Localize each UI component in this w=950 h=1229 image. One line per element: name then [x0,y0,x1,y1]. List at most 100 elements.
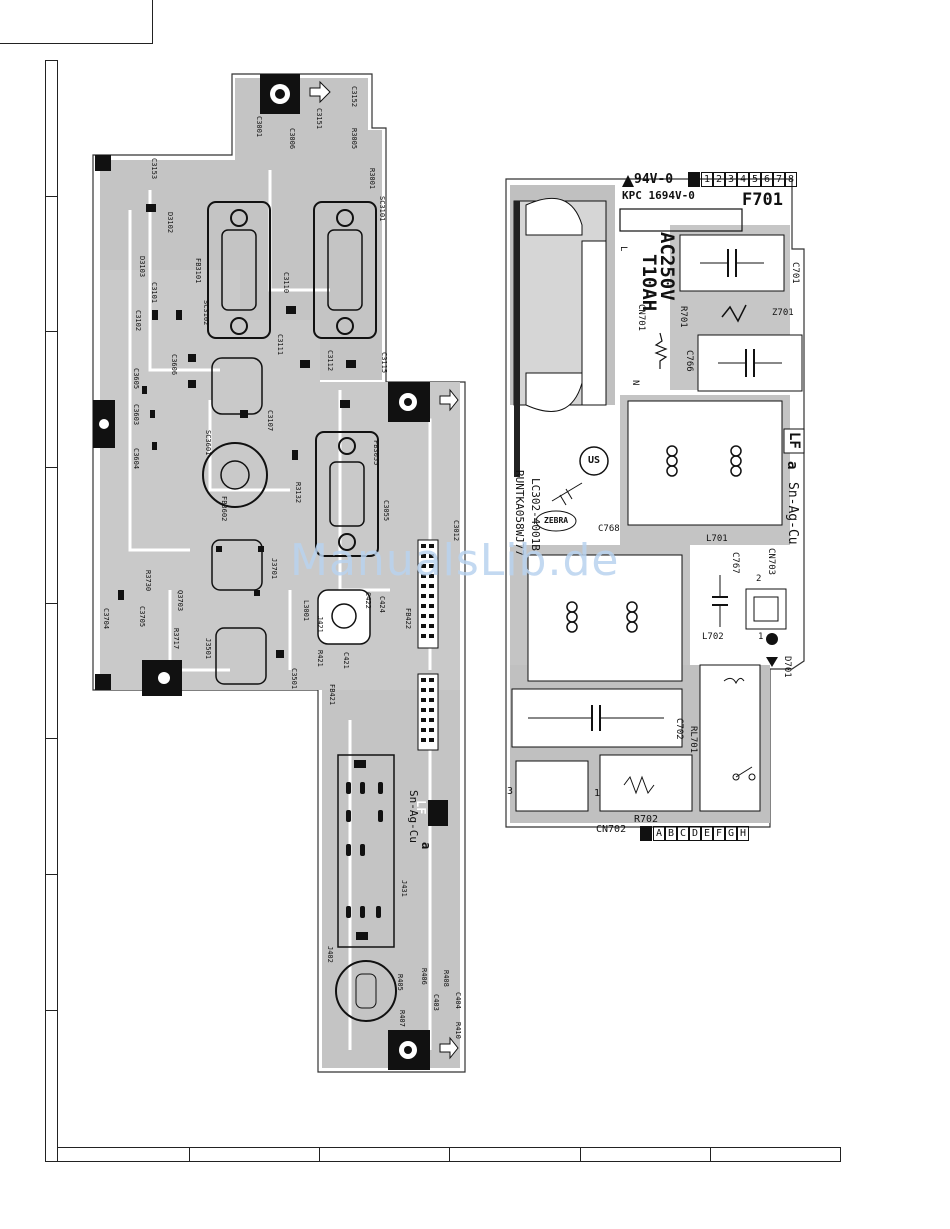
label-r406: R406 [420,968,428,985]
label-a-right: a [784,461,800,470]
label-r408: R408 [442,970,450,987]
grid-div-2 [319,1147,320,1161]
label-c3055: C3055 [382,500,390,522]
label-sn-ag-cu-right: Sn-Ag-Cu [785,482,800,545]
label-r3717: R3717 [172,628,180,650]
letter-box: F [713,826,725,841]
relay-rl701 [699,664,761,812]
label-n: N [630,380,640,386]
choke-l702 [527,554,683,682]
box-filled [688,172,700,187]
ul-mark [579,446,609,476]
jack-square-1 [211,357,263,415]
round-jack [202,442,268,508]
number-box: 8 [785,172,797,187]
label-fb3101: FB3101 [194,258,202,284]
label-l702: L702 [702,632,724,642]
resistor-r701 [654,332,668,369]
frame-left-outer [45,60,46,1162]
connector-cn703 [745,588,787,630]
label-c766: C766 [684,350,694,372]
label-c3110: C3110 [282,272,290,294]
connector-cn702 [515,760,589,812]
label-sc3101: SC3101 [378,196,386,222]
label-c702: C702 [674,718,684,740]
frame-bottom [45,1161,840,1162]
label-c403: C403 [432,994,440,1011]
right-pcb-board [505,175,805,828]
label-c3153: C3153 [150,158,158,180]
label-c768: C768 [598,524,620,534]
number-box: 1 [701,172,713,187]
corner-pad [95,674,111,690]
number-box: 5 [749,172,761,187]
label-sc3102: SC3102 [202,300,210,326]
jack-j421 [317,589,371,645]
label-l: L [618,246,628,252]
top-number-boxes: 1 2 3 4 5 6 7 8 [688,172,797,187]
label-cn703: CN703 [766,548,776,576]
small-components [118,204,356,658]
label-c424: C424 [378,596,386,613]
left-sn-ag-cu: Sn-Ag-Cu [407,790,420,843]
label-sc3601: SC3601 [204,430,212,456]
bottom-letter-boxes: A B C D E F G H [640,826,749,841]
number-box: 4 [737,172,749,187]
kpc-label: KPC 1694V-0 [622,189,695,202]
label-c404: C404 [454,992,462,1009]
lf-mark-left [428,800,448,826]
number-box: 6 [761,172,773,187]
label-l701: L701 [706,534,728,544]
label-c3705: C3705 [138,606,146,628]
label-c3704: C3704 [102,608,110,630]
label-cn701: CN701 [636,304,646,332]
letter-box: G [725,826,737,841]
label-num3: 3 [507,786,514,797]
diode-d701 [766,657,778,667]
label-d701: D701 [782,656,792,678]
left-pcb-board [92,73,466,1073]
choke-l701 [627,400,783,526]
label-r410: R410 [454,1022,462,1039]
label-num1: 1 [594,788,601,799]
label-z701: Z701 [772,308,794,318]
label-cn703-pin1: 1 [758,632,764,642]
ac-inlet [513,197,607,477]
lf-badge-right [783,428,805,454]
frame-left-inner [57,60,58,1162]
label-r407: R407 [398,1010,406,1027]
label-c3151: C3151 [315,108,323,130]
jack-square-2 [211,539,263,591]
label-j421: J421 [316,616,324,633]
label-c701: C701 [790,262,800,284]
grid-div-1 [189,1147,190,1161]
label-c3152: C3152 [350,86,358,108]
label-r421: R421 [316,650,324,667]
number-box: 7 [773,172,785,187]
label-cn702: CN702 [596,824,627,835]
label-r3005: R3005 [350,128,358,150]
copper-area-top [100,78,382,380]
label-d3103: D3103 [138,256,146,278]
label-r702: R702 [634,814,659,825]
resistor-r702 [599,754,693,812]
grid-div-3 [449,1147,450,1161]
letter-box: D [689,826,701,841]
number-box: 3 [725,172,737,187]
grid-div-4 [580,1147,581,1161]
label-c3102: C3102 [134,310,142,332]
label-c3604: C3604 [132,448,140,470]
label-fb3602: FB3602 [220,496,228,522]
letter-box: A [653,826,665,841]
label-fb3055: FB3055 [372,440,380,466]
tick-5 [45,738,58,739]
tick-6 [45,874,58,875]
tick-4 [45,603,58,604]
label-l3001: L3001 [302,600,310,622]
label-j431: J431 [400,880,408,897]
header-mark: 94V-0 [634,172,674,187]
frame-top [45,60,58,61]
label-c767: C767 [730,552,740,574]
corner-box [0,0,153,44]
box-filled [640,826,652,841]
